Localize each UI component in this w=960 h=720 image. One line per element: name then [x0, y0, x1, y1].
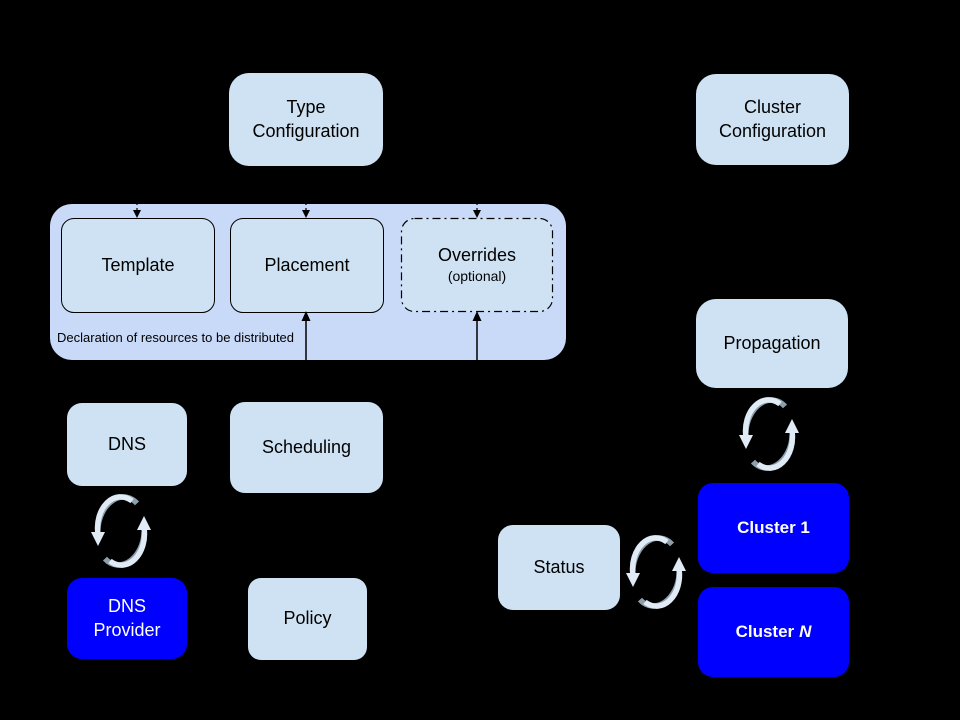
node-label: Provider — [93, 619, 161, 640]
node-dns: DNS — [67, 403, 187, 486]
declaration-caption: Declaration of resources to be distribut… — [57, 330, 295, 345]
node-label: Placement — [264, 254, 350, 275]
node-placement: Placement — [230, 218, 384, 313]
node-template: Template — [61, 218, 215, 313]
sync-icon — [739, 396, 799, 471]
node-label: Cluster — [743, 97, 801, 118]
node-label: DNS — [107, 433, 146, 454]
node-policy: Policy — [248, 578, 367, 660]
node-propagation: Propagation — [696, 299, 848, 388]
node-label: Configuration — [718, 120, 827, 141]
node-type-configuration: Type Configuration — [229, 73, 383, 166]
node-label: Scheduling — [261, 436, 352, 457]
node-label: Overrides — [437, 245, 517, 266]
node-label: Configuration — [252, 120, 360, 141]
node-dns-provider: DNS Provider — [67, 578, 187, 659]
node-scheduling: Scheduling — [230, 402, 383, 493]
node-cluster-configuration: Cluster Configuration — [696, 74, 849, 165]
node-label: Type — [286, 97, 326, 118]
node-label: Policy — [283, 608, 332, 629]
node-status: Status — [498, 525, 620, 610]
node-label: Cluster 1 — [737, 518, 810, 538]
node-label: Template — [101, 254, 175, 275]
node-overrides: Overrides (optional) — [401, 218, 553, 312]
node-label: DNS — [107, 596, 146, 617]
sync-icon — [626, 534, 686, 609]
sync-icon — [91, 493, 151, 568]
node-cluster-1: Cluster 1 — [698, 483, 849, 573]
node-label: Status — [533, 556, 585, 577]
node-label: Propagation — [723, 332, 821, 353]
node-sublabel: (optional) — [447, 268, 507, 285]
